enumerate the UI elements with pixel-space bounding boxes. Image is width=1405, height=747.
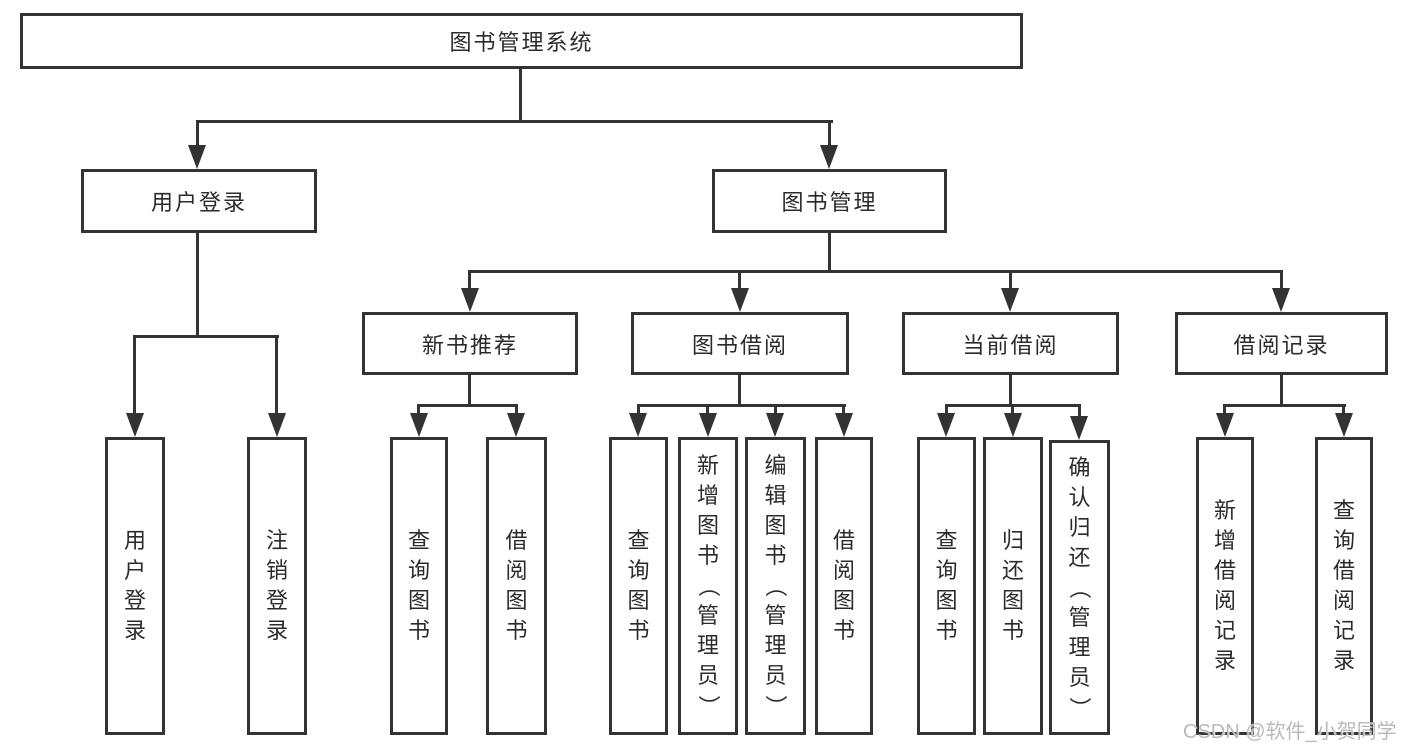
node-label: 图书借阅	[691, 332, 788, 358]
node-label: 确认归还（管理员）	[1067, 454, 1093, 719]
connector-line	[828, 120, 831, 148]
leaf-edit-books-admin: 编辑图书（管理员）	[745, 437, 806, 735]
arrow-down-icon	[268, 413, 286, 437]
node-new-book-recommend: 新书推荐	[362, 312, 578, 375]
leaf-confirm-return-admin: 确认归还（管理员）	[1049, 440, 1110, 735]
leaf-add-books-admin: 新增图书（管理员）	[678, 437, 738, 735]
connector-line	[1223, 404, 1346, 407]
connector-line	[842, 404, 845, 417]
arrow-down-icon	[1070, 416, 1088, 440]
node-label: 借阅图书	[505, 528, 528, 643]
arrow-down-icon	[731, 288, 749, 312]
connector-line	[196, 120, 833, 123]
node-label: 归还图书	[1001, 528, 1024, 643]
connector-line	[1223, 404, 1226, 417]
node-book-management: 图书管理	[712, 169, 947, 233]
connector-line	[774, 404, 777, 417]
node-label: 编辑图书（管理员）	[763, 453, 789, 718]
arrow-down-icon	[766, 413, 784, 437]
node-label: 新增借阅记录	[1213, 498, 1236, 673]
connector-line	[637, 404, 846, 407]
connector-line	[275, 335, 278, 417]
arrow-down-icon	[461, 288, 479, 312]
connector-line	[133, 335, 136, 417]
watermark: CSDN @软件_小贺同学	[1183, 721, 1397, 743]
connector-line	[706, 404, 709, 417]
leaf-logout: 注销登录	[247, 437, 307, 735]
node-label: 新书推荐	[421, 332, 518, 358]
arrow-down-icon	[937, 413, 955, 437]
connector-line	[468, 270, 471, 291]
node-label: 图书管理系统	[449, 30, 594, 55]
connector-line	[133, 335, 279, 338]
arrow-down-icon	[1001, 288, 1019, 312]
arrow-down-icon	[1216, 413, 1234, 437]
leaf-query-books-3: 查询图书	[917, 437, 976, 735]
node-label: 借阅记录	[1233, 332, 1330, 358]
node-label: 当前借阅	[962, 332, 1059, 358]
node-label: 借阅图书	[832, 528, 855, 643]
connector-line	[738, 375, 741, 407]
node-current-borrow: 当前借阅	[902, 312, 1119, 375]
node-label: 图书管理	[781, 190, 878, 215]
connector-line	[828, 233, 831, 273]
arrow-down-icon	[126, 413, 144, 437]
node-label: 新增图书（管理员）	[695, 453, 721, 718]
arrow-down-icon	[820, 145, 838, 169]
connector-line	[1011, 404, 1014, 417]
node-label: 用户登录	[123, 528, 146, 643]
arrow-down-icon	[410, 413, 428, 437]
node-label: 查询图书	[935, 528, 958, 643]
leaf-query-borrow-record: 查询借阅记录	[1315, 437, 1373, 735]
connector-line	[196, 120, 199, 148]
arrow-down-icon	[507, 413, 525, 437]
connector-line	[1009, 270, 1012, 291]
leaf-add-borrow-record: 新增借阅记录	[1196, 437, 1254, 735]
connector-line	[468, 375, 471, 407]
connector-line	[468, 270, 1283, 273]
leaf-query-books-1: 查询图书	[390, 437, 448, 735]
leaf-user-login: 用户登录	[105, 437, 165, 735]
node-borrow-records: 借阅记录	[1175, 312, 1388, 375]
connector-line	[1078, 404, 1081, 420]
connector-line	[519, 69, 522, 122]
connector-line	[1280, 270, 1283, 291]
node-label: 查询图书	[407, 528, 430, 643]
leaf-query-books-2: 查询图书	[609, 437, 668, 735]
connector-line	[637, 404, 640, 417]
arrow-down-icon	[1335, 413, 1353, 437]
node-user-login: 用户登录	[81, 169, 317, 233]
node-label: 查询借阅记录	[1332, 498, 1355, 673]
arrow-down-icon	[629, 413, 647, 437]
leaf-borrow-books-2: 借阅图书	[815, 437, 873, 735]
connector-line	[738, 270, 741, 291]
node-book-borrow: 图书借阅	[631, 312, 849, 375]
node-label: 注销登录	[265, 528, 288, 643]
arrow-down-icon	[835, 413, 853, 437]
leaf-borrow-books-1: 借阅图书	[486, 437, 547, 735]
connector-line	[1009, 375, 1012, 407]
arrow-down-icon	[699, 413, 717, 437]
leaf-return-books: 归还图书	[983, 437, 1043, 735]
node-label: 用户登录	[150, 190, 247, 215]
connector-line	[515, 404, 518, 417]
connector-line	[417, 404, 420, 417]
connector-line	[1342, 404, 1345, 417]
node-label: 查询图书	[627, 528, 650, 643]
connector-line	[196, 233, 199, 338]
connector-line	[1280, 375, 1283, 407]
arrow-down-icon	[1272, 288, 1290, 312]
node-book-management-system: 图书管理系统	[20, 13, 1023, 69]
arrow-down-icon	[1004, 413, 1022, 437]
arrow-down-icon	[188, 145, 206, 169]
connector-line	[945, 404, 948, 417]
connector-line	[417, 404, 518, 407]
